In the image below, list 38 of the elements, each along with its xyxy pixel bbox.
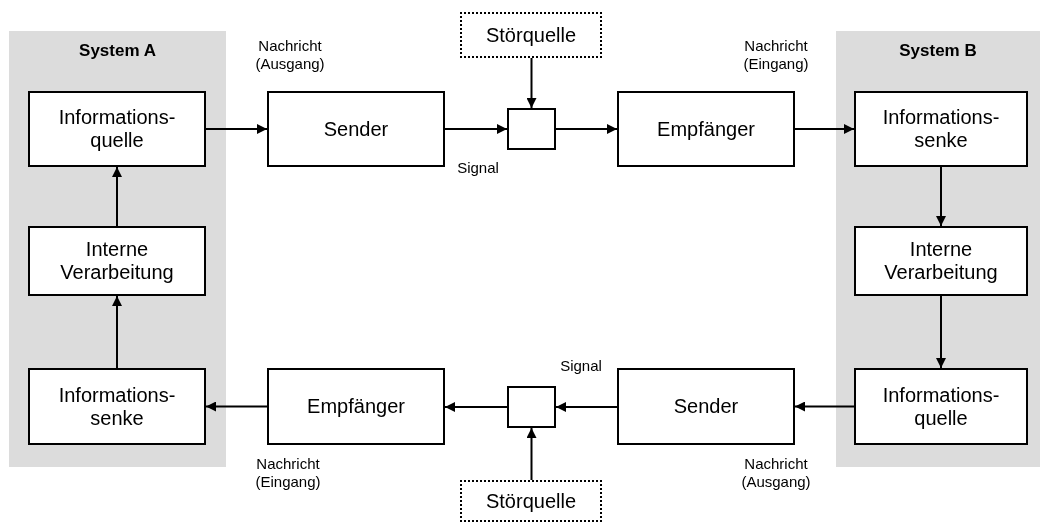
process-box: Informations- quelle — [28, 91, 206, 167]
process-box: Empfänger — [267, 368, 445, 445]
message-label: Nachricht (Eingang) — [742, 37, 810, 73]
system-panel — [9, 31, 226, 467]
arrow — [526, 427, 537, 481]
process-box: Interne Verarbeitung — [28, 226, 206, 296]
arrow — [205, 124, 268, 134]
system-panel — [836, 31, 1040, 467]
arrow — [936, 166, 946, 227]
arrow — [794, 401, 855, 412]
channel-box — [507, 386, 556, 428]
panel-title: System B — [898, 41, 978, 61]
noise-source-box: Störquelle — [460, 12, 602, 58]
arrow — [555, 402, 618, 412]
process-box: Empfänger — [617, 91, 795, 167]
arrow — [444, 124, 508, 134]
process-box: Informations- senke — [854, 91, 1028, 167]
message-label: Nachricht (Ausgang) — [254, 37, 326, 73]
channel-box — [507, 108, 556, 150]
arrow — [794, 124, 855, 134]
noise-source-box: Störquelle — [460, 480, 602, 522]
panel-title: System A — [78, 41, 157, 61]
process-box: Sender — [617, 368, 795, 445]
message-label: Nachricht (Eingang) — [254, 455, 322, 491]
arrow — [526, 57, 537, 109]
process-box: Informations- senke — [28, 368, 206, 445]
message-label: Signal — [456, 159, 500, 177]
message-label: Nachricht (Ausgang) — [740, 455, 812, 491]
arrow — [112, 166, 122, 227]
arrow — [555, 124, 618, 134]
process-box: Sender — [267, 91, 445, 167]
process-box: Interne Verarbeitung — [854, 226, 1028, 296]
arrow — [205, 401, 268, 412]
arrow — [444, 402, 508, 412]
message-label: Signal — [559, 357, 603, 375]
arrow — [112, 295, 122, 369]
arrow — [936, 295, 946, 369]
process-box: Informations- quelle — [854, 368, 1028, 445]
